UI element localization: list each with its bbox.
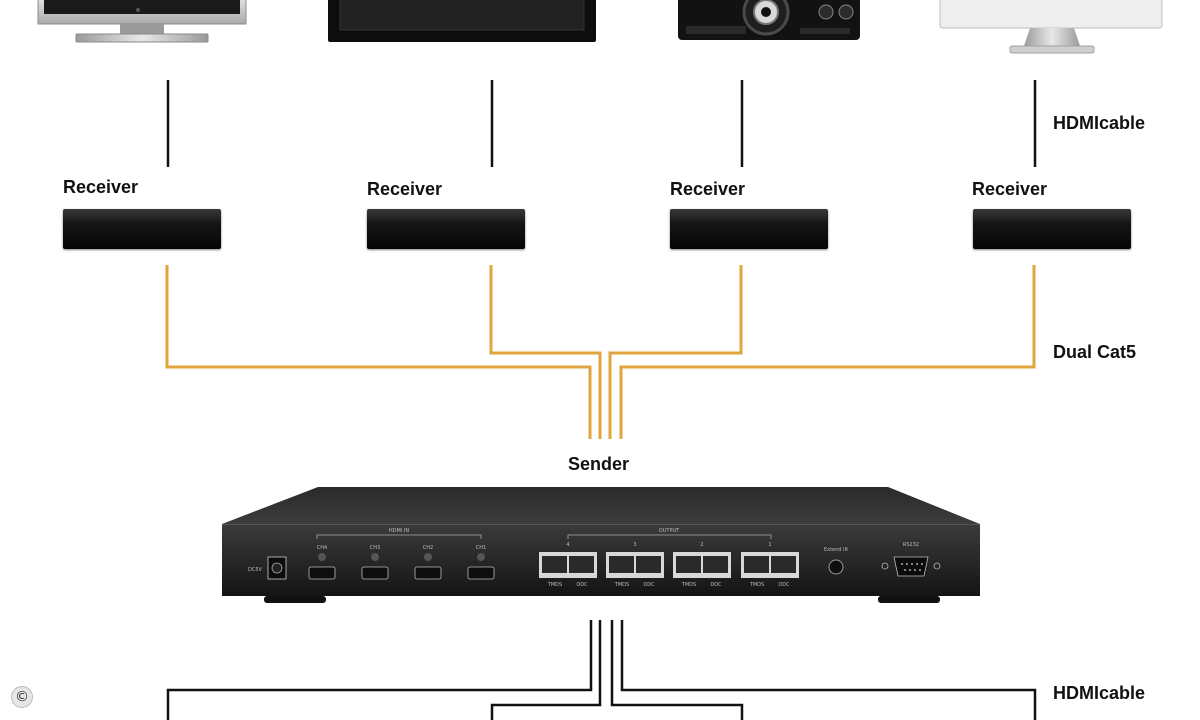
svg-text:TMDS: TMDS [614,582,629,588]
receiver-box-4 [973,209,1131,249]
receiver-label-1: Receiver [63,177,139,197]
svg-text:DDC: DDC [576,582,588,588]
hdmi-cable-label-top: HDMIcable [1053,113,1146,133]
projector-icon [678,0,860,40]
monitor-icon [939,0,1163,54]
output-title: OUTPUT [659,528,680,534]
svg-text:DDC: DDC [778,582,790,588]
hdmi-in-title: HDMI IN [389,528,409,534]
svg-text:TMDS: TMDS [547,582,562,588]
hdmi-cables-top [166,80,1037,167]
receiver-box-1 [63,209,221,249]
sender-label: Sender [568,454,630,474]
svg-text:DDC: DDC [643,582,655,588]
hdmi-in-label-ch4: CH4 [317,545,327,551]
copyright-icon: © [11,686,33,708]
svg-text:TMDS: TMDS [681,582,696,588]
receiver-label-2: Receiver [367,179,443,199]
output-group-4: 4 [566,542,569,548]
receiver-label-4: Receiver [972,179,1048,199]
hdmi-in-label-ch2: CH2 [423,545,433,551]
hdmi-in-label-ch3: CH3 [370,545,380,551]
receiver-box-3 [670,209,828,249]
output-group-2: 2 [700,542,703,548]
dual-cat5-label: Dual Cat5 [1053,342,1137,362]
hdmi-in-label-ch1: CH1 [476,545,486,551]
cat5-cables [165,265,1036,439]
sender-device: DC5V HDMI IN CH4 CH3 CH2 CH1 OUTPUT 4 TM… [222,487,980,603]
extend-ir-label: Extend IR [824,547,849,553]
output-group-3: 3 [633,542,636,548]
rs232-label: RS232 [903,542,919,548]
output-group-1: 1 [768,542,771,548]
receiver-box-2 [367,209,525,249]
flat-screen-icon [328,0,596,42]
svg-text:TMDS: TMDS [749,582,764,588]
power-label: DC5V [248,567,263,573]
hdmi-cables-bottom [166,620,1037,720]
receiver-label-3: Receiver [670,179,746,199]
svg-text:DDC: DDC [710,582,722,588]
hdmi-cable-label-bottom: HDMIcable [1053,683,1146,703]
tv-icon [37,0,247,43]
